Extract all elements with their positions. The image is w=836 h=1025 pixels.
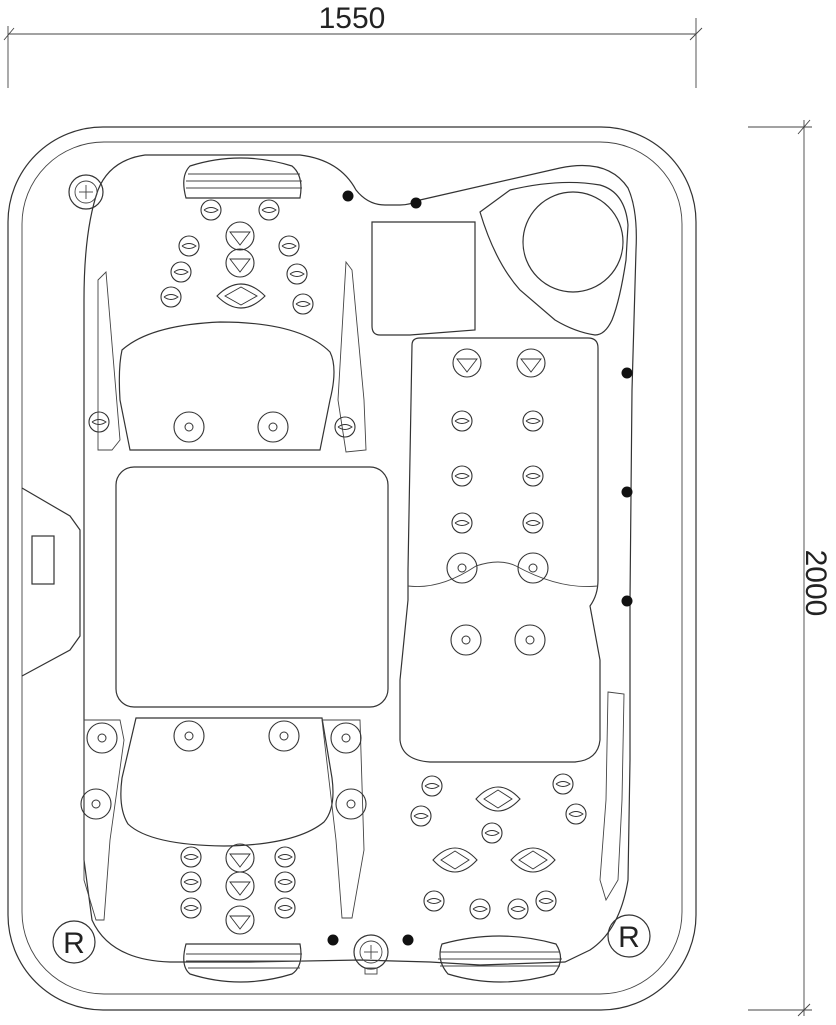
armrest-right-bottom [321, 719, 365, 919]
jet-triangle [516, 348, 546, 378]
jet-small [180, 897, 202, 919]
armrest-left-bottom [83, 719, 125, 921]
right-wall-trim [599, 691, 625, 902]
light-dot [621, 367, 633, 379]
armrest-left-top [97, 270, 121, 451]
headrest-bottom-left [183, 943, 302, 983]
jet-ring [330, 722, 362, 754]
jet-small [274, 871, 296, 893]
spa-inner-rim [21, 141, 683, 995]
jet-ring [335, 788, 367, 820]
jet-small [507, 898, 529, 920]
headrest-bottom-right [438, 935, 562, 983]
small-jets [88, 199, 587, 920]
jet-diamond [216, 283, 266, 309]
height-dimension: 2000 [748, 119, 832, 1017]
skimmer [21, 487, 81, 677]
jet-small [258, 199, 280, 221]
height-label: 2000 [799, 550, 832, 617]
jet-small [421, 775, 443, 797]
jet-small [292, 293, 314, 315]
jet-small [180, 846, 202, 868]
jet-ring [514, 624, 546, 656]
headrest-top [183, 157, 302, 199]
jet-diamond [510, 847, 556, 873]
jet-triangle [225, 248, 255, 278]
seat-top-left [118, 321, 335, 451]
jet-small [535, 890, 557, 912]
svg-text:R: R [618, 921, 640, 954]
captain-seat-drain [522, 191, 624, 293]
valve-control-bottom [353, 934, 389, 975]
light-dot [342, 190, 354, 202]
jet-small [274, 897, 296, 919]
jet-small [410, 805, 432, 827]
jet-small [334, 416, 356, 438]
jet-triangle [225, 843, 255, 873]
jet-small [286, 263, 308, 285]
jet-diamond [432, 847, 478, 873]
triangle-jets [225, 221, 546, 935]
jet-small [274, 846, 296, 868]
light-dot [410, 197, 422, 209]
jet-small [481, 822, 503, 844]
light-dots [327, 190, 633, 946]
jet-ring [450, 624, 482, 656]
lounger-seat [399, 337, 601, 763]
r-marker-right: R [607, 914, 651, 958]
jet-small [88, 411, 110, 433]
light-dot [621, 486, 633, 498]
jet-small [451, 465, 473, 487]
light-dot [402, 934, 414, 946]
jet-ring [173, 720, 205, 752]
jet-small [278, 235, 300, 257]
jet-small [180, 871, 202, 893]
spa-outer-shell [7, 126, 697, 1011]
armrest-right-top [337, 260, 367, 453]
ring-jets [80, 411, 549, 820]
jet-small [160, 286, 182, 308]
jet-small [170, 261, 192, 283]
footwell [115, 466, 389, 708]
jet-small [565, 803, 587, 825]
jet-ring [517, 552, 549, 584]
jet-small [178, 235, 200, 257]
jet-small [469, 898, 491, 920]
width-label: 1550 [319, 2, 386, 35]
jet-ring [173, 411, 205, 443]
captain-seat [479, 181, 629, 336]
jet-small [522, 512, 544, 534]
jet-ring [446, 552, 478, 584]
jet-triangle [225, 905, 255, 935]
jet-ring [86, 722, 118, 754]
jet-ring [80, 788, 112, 820]
jet-small [522, 465, 544, 487]
jet-triangle [225, 871, 255, 901]
jet-triangle [452, 348, 482, 378]
jet-small [423, 890, 445, 912]
width-dimension: 1550 [3, 2, 703, 88]
jet-diamond [475, 786, 521, 812]
jet-ring [257, 411, 289, 443]
light-dot [621, 595, 633, 607]
valve-control-top-left [68, 174, 104, 210]
jet-triangle [225, 221, 255, 251]
seat-bottom-left [120, 717, 334, 847]
jet-small [451, 410, 473, 432]
jet-small [522, 410, 544, 432]
step-block [371, 221, 476, 336]
jet-small [552, 773, 574, 795]
basin-outline [83, 154, 637, 966]
diamond-jets [216, 283, 556, 873]
lounger-contour [407, 561, 599, 587]
jet-small [200, 199, 222, 221]
jet-small [451, 512, 473, 534]
r-marker-left: R [52, 920, 96, 964]
light-dot [327, 934, 339, 946]
svg-text:R: R [63, 927, 85, 960]
jet-ring [268, 720, 300, 752]
